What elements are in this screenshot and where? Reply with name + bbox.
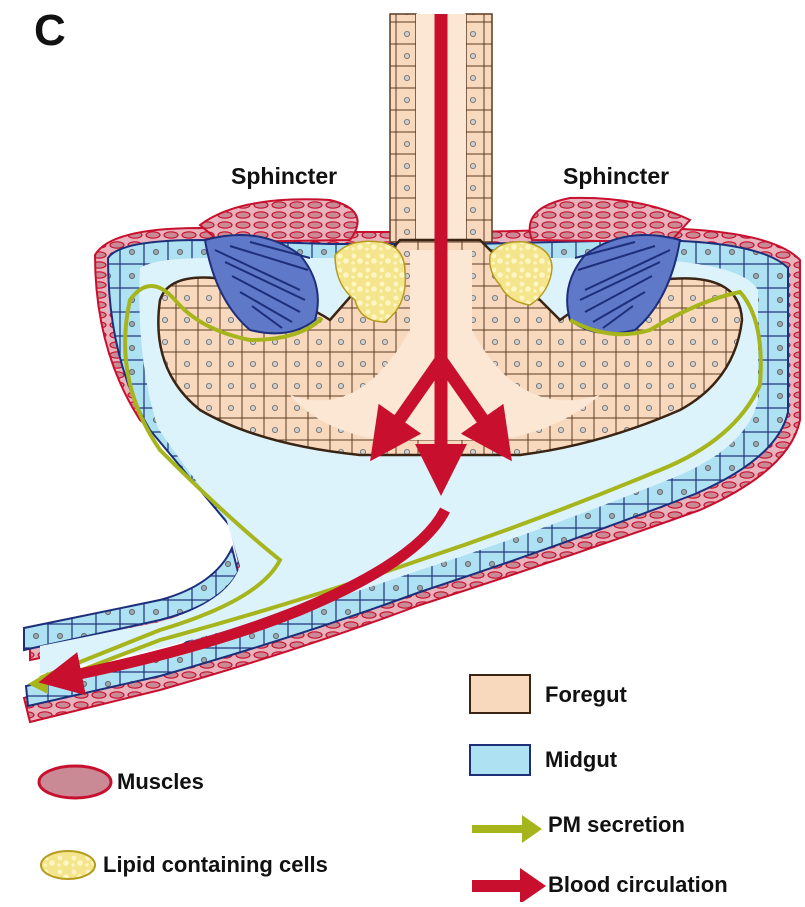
esophagus-wall-right	[466, 14, 492, 242]
legend-foregut-label: Foregut	[545, 682, 627, 708]
esophagus-wall-left	[390, 14, 416, 242]
legend-midgut-swatch	[470, 745, 530, 775]
legend-pm-arrow	[472, 815, 542, 843]
legend-blood-arrow	[472, 868, 546, 902]
legend-pm-label: PM secretion	[548, 812, 685, 838]
legend-lipid-label: Lipid containing cells	[103, 852, 328, 878]
legend-foregut-swatch	[470, 675, 530, 713]
legend-midgut-label: Midgut	[545, 747, 617, 773]
legend-lipid-swatch	[41, 851, 95, 879]
left-sphincter-label: Sphincter	[231, 163, 337, 190]
legend-blood-label: Blood circulation	[548, 872, 728, 898]
right-sphincter-label: Sphincter	[563, 163, 669, 190]
panel-letter: C	[34, 6, 66, 56]
sphincter-muscle-right	[530, 198, 690, 242]
legend-muscle-swatch	[39, 766, 111, 798]
legend-muscles-label: Muscles	[117, 769, 204, 795]
